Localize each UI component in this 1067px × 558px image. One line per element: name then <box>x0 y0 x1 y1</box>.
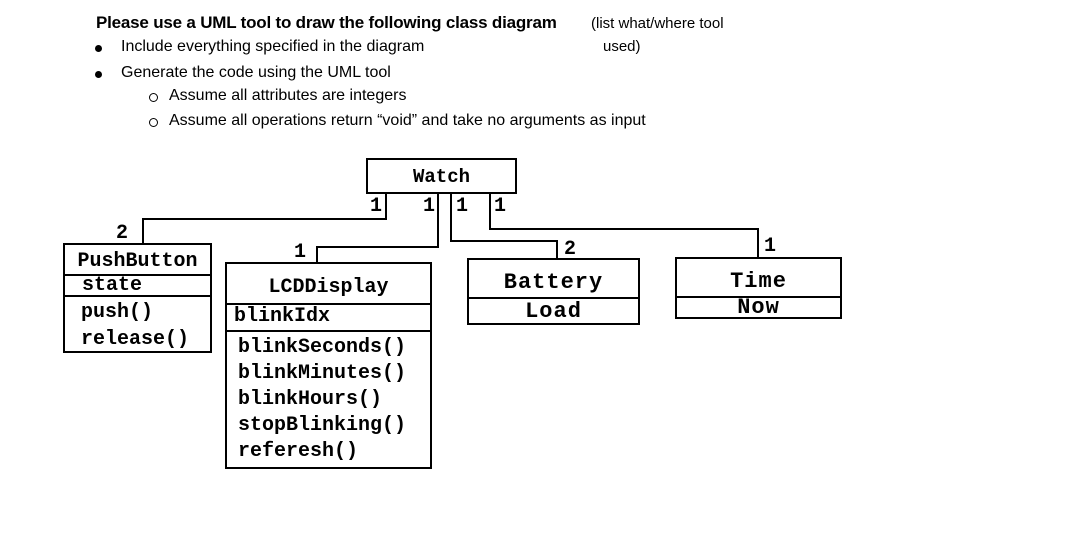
class-operation: blinkHours() <box>238 388 383 411</box>
association-watch-lcddisplay-segment <box>437 194 439 248</box>
circle-bullet-icon <box>149 93 158 102</box>
class-attribute: Now <box>677 296 840 317</box>
class-operation: push() <box>81 301 154 324</box>
multiplicity-watch-pushbutton-near-watch: 1 <box>370 195 383 218</box>
sub-bullet-item: Assume all operations return “void” and … <box>169 112 646 129</box>
class-title: Watch <box>412 166 470 188</box>
bullet-item: Generate the code using the UML tool <box>121 64 391 81</box>
multiplicity-watch-battery-near-watch: 1 <box>456 195 469 218</box>
class-title: Battery <box>503 270 604 295</box>
bullet-icon <box>95 71 102 78</box>
class-title: LCDDisplay <box>268 276 389 299</box>
association-watch-pushbutton-segment <box>385 194 387 220</box>
sub-bullet-item: Assume all attributes are integers <box>169 87 407 104</box>
class-operation: stopBlinking() <box>238 414 407 437</box>
association-watch-time-segment <box>489 228 759 230</box>
multiplicity-watch-lcddisplay-near-watch: 1 <box>423 195 436 218</box>
class-title: Time <box>730 269 787 294</box>
association-watch-time-segment <box>489 194 491 230</box>
class-attribute: Load <box>469 297 638 323</box>
association-watch-battery-segment <box>450 194 452 242</box>
class-watch: Watch <box>366 158 517 194</box>
multiplicity-watch-pushbutton-near-target: 2 <box>116 222 129 245</box>
class-pushbutton: PushButton state push() release() <box>63 243 212 353</box>
association-watch-lcddisplay-segment <box>316 246 318 264</box>
multiplicity-watch-time-near-watch: 1 <box>494 195 507 218</box>
tool-note-line1: (list what/where tool <box>591 15 724 32</box>
multiplicity-watch-battery-near-target: 2 <box>564 238 577 261</box>
circle-bullet-icon <box>149 118 158 127</box>
association-watch-time-segment <box>757 228 759 259</box>
association-watch-lcddisplay-segment <box>316 246 439 248</box>
class-operations: blinkSeconds() blinkMinutes() blinkHours… <box>227 330 430 467</box>
bullet-icon <box>95 45 102 52</box>
class-operation: blinkSeconds() <box>238 336 407 359</box>
tool-note-line2: used) <box>603 38 641 55</box>
association-watch-pushbutton-segment <box>142 218 144 245</box>
instructions-title: Please use a UML tool to draw the follow… <box>96 13 557 32</box>
class-operations: push() release() <box>65 295 210 351</box>
class-operation: blinkMinutes() <box>238 362 407 385</box>
class-battery: Battery Load <box>467 258 640 325</box>
class-operation: release() <box>81 328 190 351</box>
class-operation: referesh() <box>238 440 359 463</box>
class-attribute: blinkIdx <box>227 303 430 330</box>
class-lcddisplay: LCDDisplay blinkIdx blinkSeconds() blink… <box>225 262 432 469</box>
class-time: Time Now <box>675 257 842 319</box>
class-title: PushButton <box>77 250 198 273</box>
association-watch-battery-segment <box>556 240 558 260</box>
association-watch-pushbutton-segment <box>142 218 387 220</box>
multiplicity-watch-time-near-target: 1 <box>764 235 777 258</box>
bullet-item: Include everything specified in the diag… <box>121 38 425 55</box>
class-attribute: state <box>65 274 210 295</box>
multiplicity-watch-lcddisplay-near-target: 1 <box>294 241 307 264</box>
association-watch-battery-segment <box>450 240 558 242</box>
